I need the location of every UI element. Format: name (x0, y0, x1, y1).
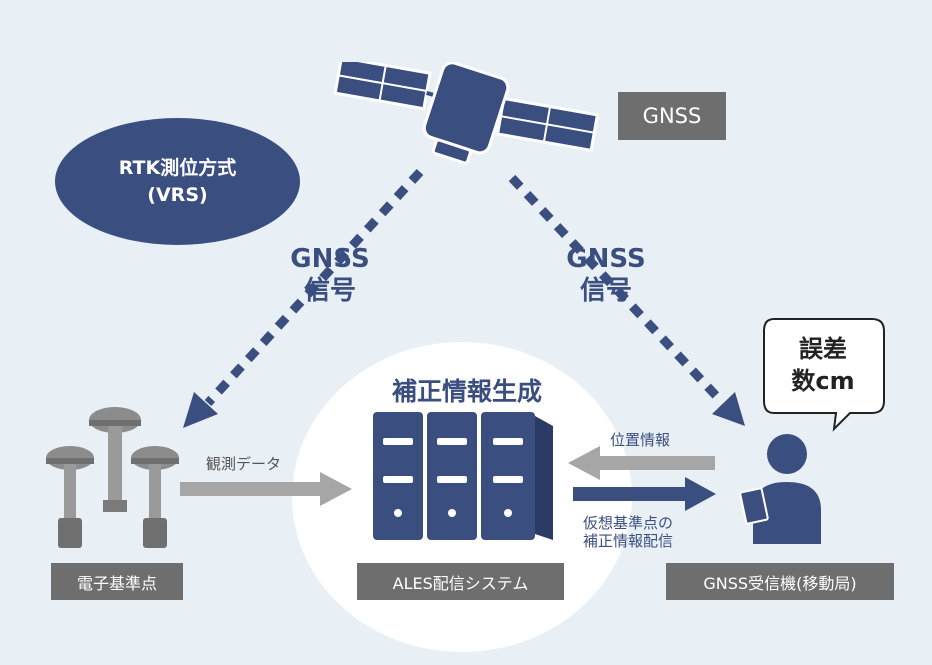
reference-station-label: 電子基準点 (76, 573, 157, 593)
gnss-signal-left-arrow (204, 168, 424, 407)
gnss-signal-right-arrow (508, 174, 726, 406)
error-bubble-text: 誤差 数cm (764, 333, 882, 397)
vrs-correction-label: 仮想基準点の 補正情報配信 (583, 514, 673, 550)
observation-arrow-head (320, 472, 352, 506)
correction-title: 補正情報生成 (391, 377, 542, 406)
gnss-signal-left-label: GNSS 信号 (270, 243, 390, 307)
receiver-box: GNSS受信機(移動局) (666, 563, 894, 600)
vrs-arrow-shaft (573, 487, 685, 501)
position-label: 位置情報 (610, 431, 671, 449)
observation-label: 観測データ (206, 455, 282, 473)
gnss-signal-left-line2: 信号 (303, 276, 356, 306)
error-line2: 数cm (791, 367, 855, 395)
gnss-label: GNSS (642, 104, 702, 128)
server-icon (373, 412, 553, 540)
position-arrow-shaft (600, 456, 715, 470)
method-subtitle: (VRS) (147, 183, 208, 206)
gnss-signal-left-line1: GNSS (290, 244, 370, 274)
receiver-label: GNSS受信機(移動局) (703, 573, 857, 593)
speech-bubble-icon (763, 318, 885, 432)
server-label: ALES配信システム (392, 573, 529, 593)
method-title-ellipse: RTK測位方式 (VRS) (55, 118, 300, 245)
error-line1: 誤差 (799, 335, 847, 363)
vrs-arrow-head (685, 477, 716, 511)
vrs-correction-line2: 補正情報配信 (583, 532, 674, 550)
gnss-signal-right-line2: 信号 (579, 276, 632, 306)
gnss-signal-right-label: GNSS 信号 (546, 243, 666, 307)
gnss-signal-left-arrowhead (183, 392, 218, 428)
vrs-correction-line1: 仮想基準点の (583, 514, 674, 532)
antenna-icon (46, 407, 179, 548)
gnss-label-box: GNSS (618, 92, 726, 140)
person-icon (739, 434, 821, 544)
satellite-icon (333, 62, 600, 165)
gnss-signal-right-arrowhead (712, 392, 745, 426)
method-title: RTK測位方式 (118, 156, 237, 179)
reference-station-box: 電子基準点 (51, 563, 183, 600)
server-box: ALES配信システム (357, 563, 564, 600)
gnss-signal-right-line1: GNSS (566, 244, 646, 274)
observation-arrow-shaft (180, 482, 320, 496)
position-arrow-head (568, 446, 600, 480)
